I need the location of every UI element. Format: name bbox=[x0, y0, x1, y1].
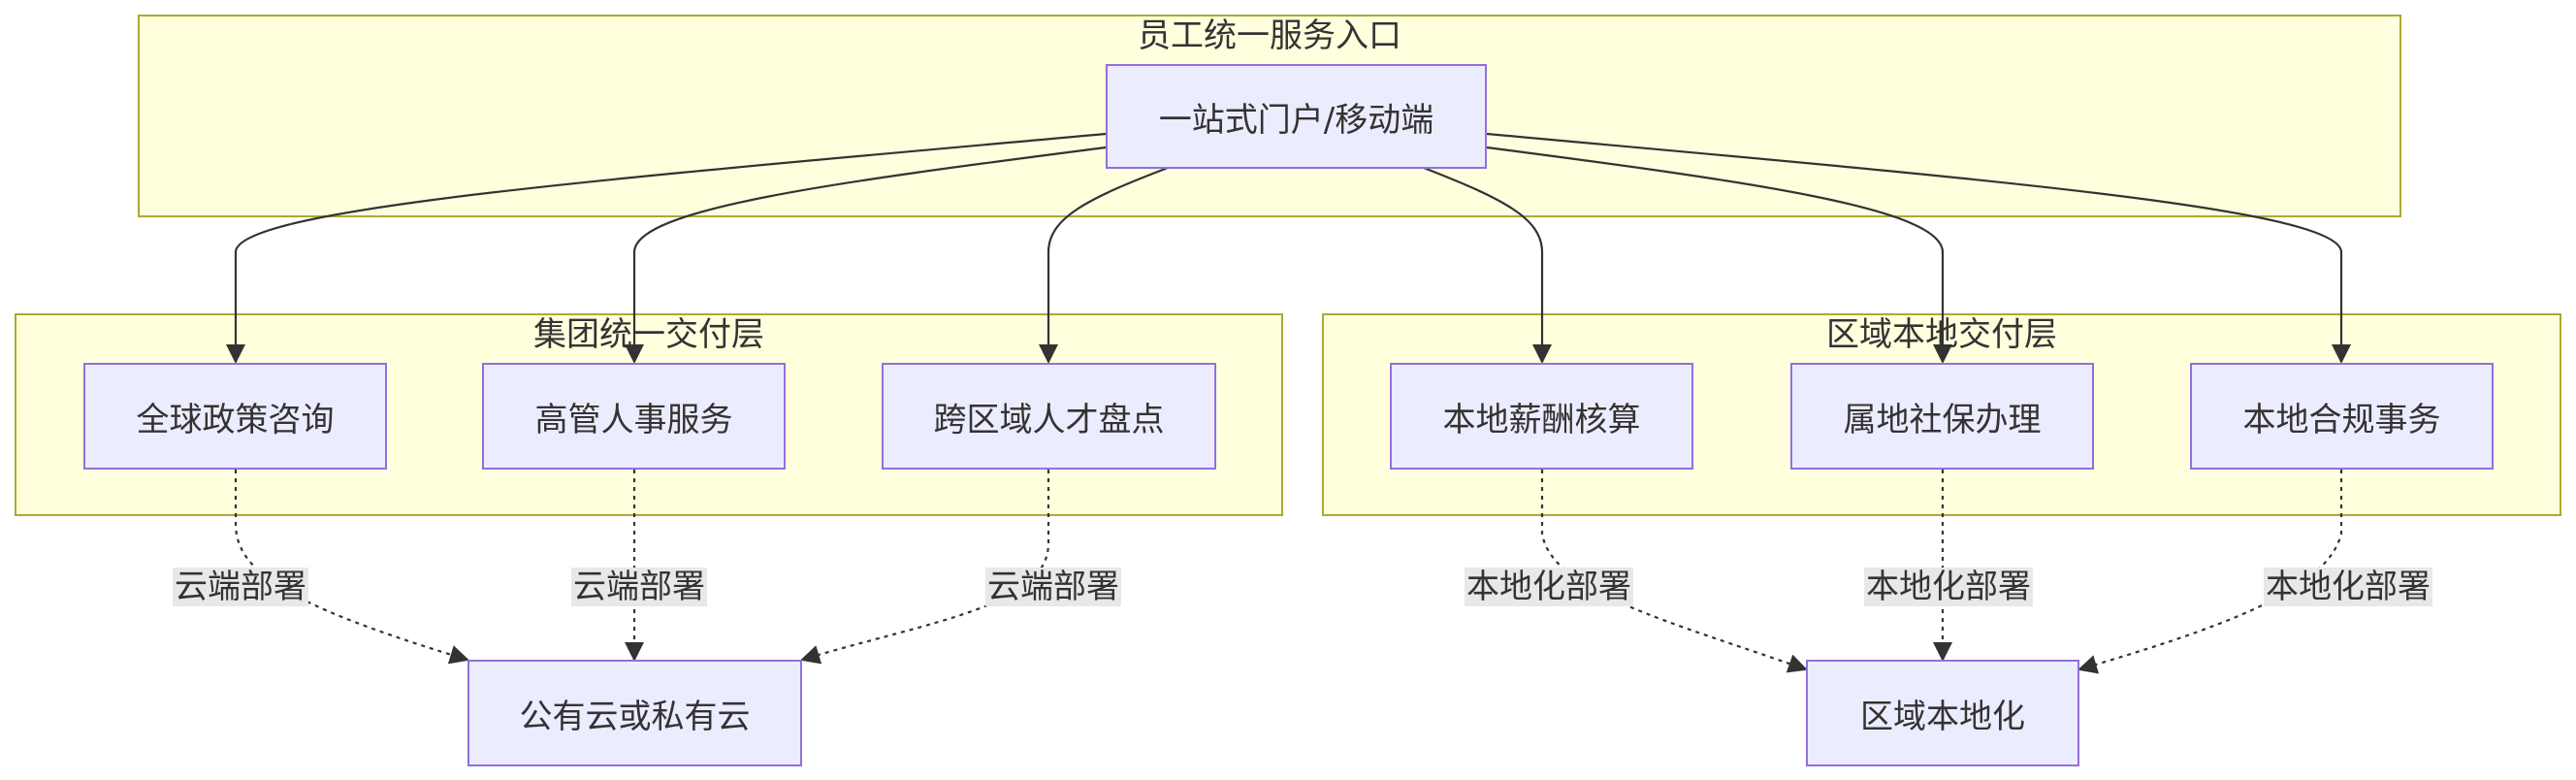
node-localization: 区域本地化 bbox=[1806, 660, 2079, 766]
edge-portal-social-insurance bbox=[1486, 146, 1952, 364]
edge-local-compliance-localization bbox=[2077, 470, 2343, 674]
cluster-title: 集团统一交付层 bbox=[533, 315, 764, 354]
edge-portal-local-payroll bbox=[1423, 166, 1552, 364]
edge-portal-local-compliance bbox=[1486, 132, 2351, 364]
node-cloud: 公有云或私有云 bbox=[467, 660, 802, 766]
edge-label-local-deploy: 本地化部署 bbox=[2264, 568, 2432, 606]
node-portal: 一站式门户/移动端 bbox=[1106, 64, 1487, 169]
node-local-payroll: 本地薪酬核算 bbox=[1390, 363, 1693, 470]
cluster-title: 员工统一服务入口 bbox=[1138, 16, 1401, 55]
edge-label-local-deploy: 本地化部署 bbox=[1864, 568, 2033, 606]
node-local-compliance: 本地合规事务 bbox=[2190, 363, 2494, 470]
edge-label-cloud-deploy: 云端部署 bbox=[571, 568, 707, 606]
edge-label-local-deploy: 本地化部署 bbox=[1465, 568, 1633, 606]
edge-talent-review-cloud bbox=[800, 470, 1050, 665]
node-global-policy: 全球政策咨询 bbox=[83, 363, 387, 470]
edge-portal-talent-review bbox=[1039, 166, 1169, 364]
edge-portal-global-policy bbox=[226, 132, 1107, 364]
node-talent-review: 跨区域人才盘点 bbox=[882, 363, 1216, 470]
edge-label-cloud-deploy: 云端部署 bbox=[985, 568, 1121, 606]
edge-local-payroll-localization bbox=[1540, 470, 1808, 673]
node-executive-hr: 高管人事服务 bbox=[482, 363, 786, 470]
edge-portal-executive-hr bbox=[625, 146, 1107, 364]
edge-global-policy-cloud bbox=[234, 470, 469, 665]
node-social-insurance: 属地社保办理 bbox=[1790, 363, 2094, 470]
edge-label-cloud-deploy: 云端部署 bbox=[173, 568, 308, 606]
